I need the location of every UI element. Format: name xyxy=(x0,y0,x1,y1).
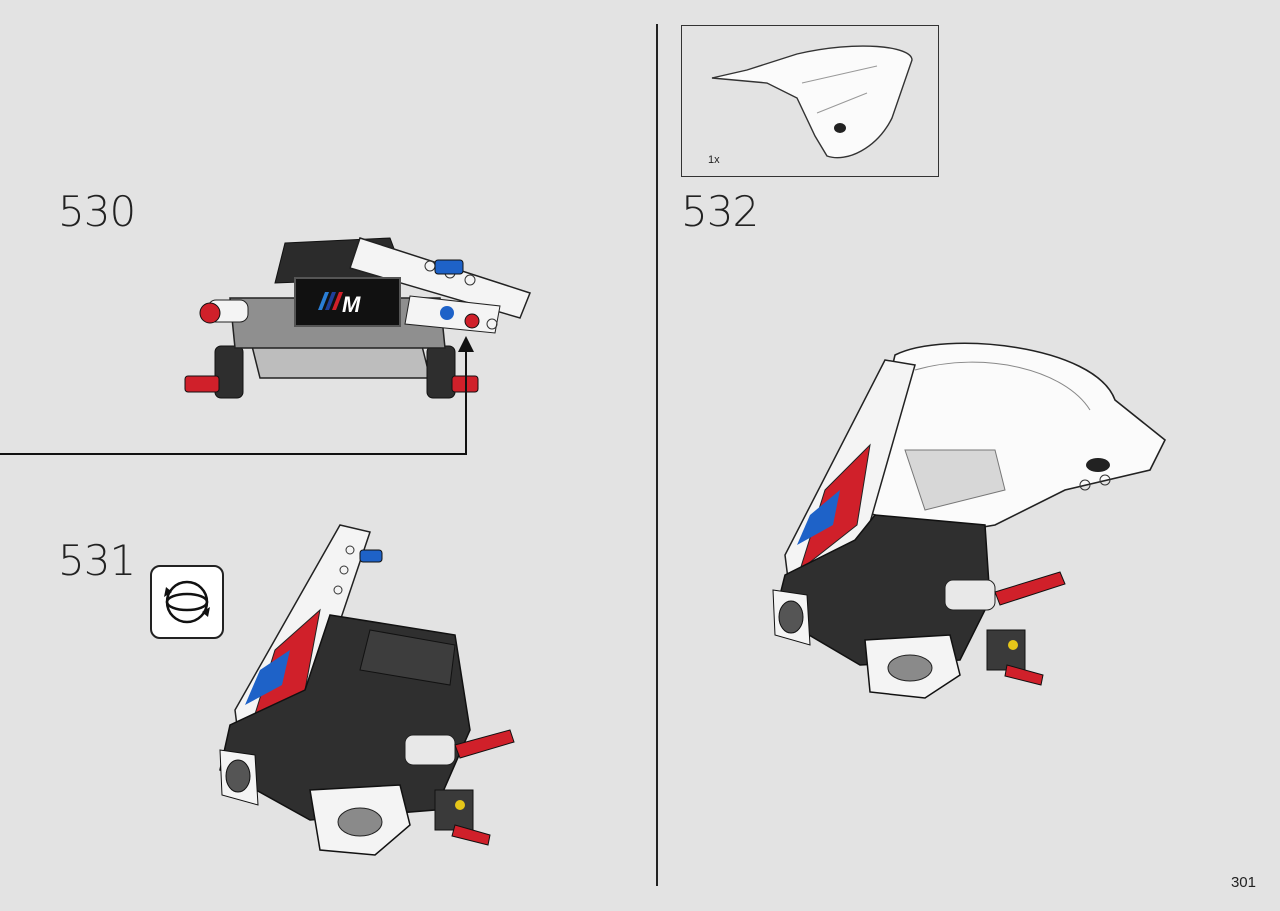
arrow-up-icon xyxy=(458,336,474,352)
step-530-model: M xyxy=(184,237,531,399)
rotate-model-icon xyxy=(150,565,224,639)
part-quantity: 1x xyxy=(708,154,720,166)
windscreen-part-image xyxy=(711,45,913,159)
svg-text:M: M xyxy=(342,292,361,317)
step-number-531: 531 xyxy=(58,536,136,585)
callout-connector-line xyxy=(0,336,474,455)
step-number-530: 530 xyxy=(58,187,136,236)
step-532-model xyxy=(772,342,1167,699)
page-number: 301 xyxy=(1230,874,1256,891)
parts-callout: 1x xyxy=(681,25,939,177)
step-number-532: 532 xyxy=(681,187,759,236)
step-531-model xyxy=(219,524,515,856)
column-divider xyxy=(656,24,658,886)
